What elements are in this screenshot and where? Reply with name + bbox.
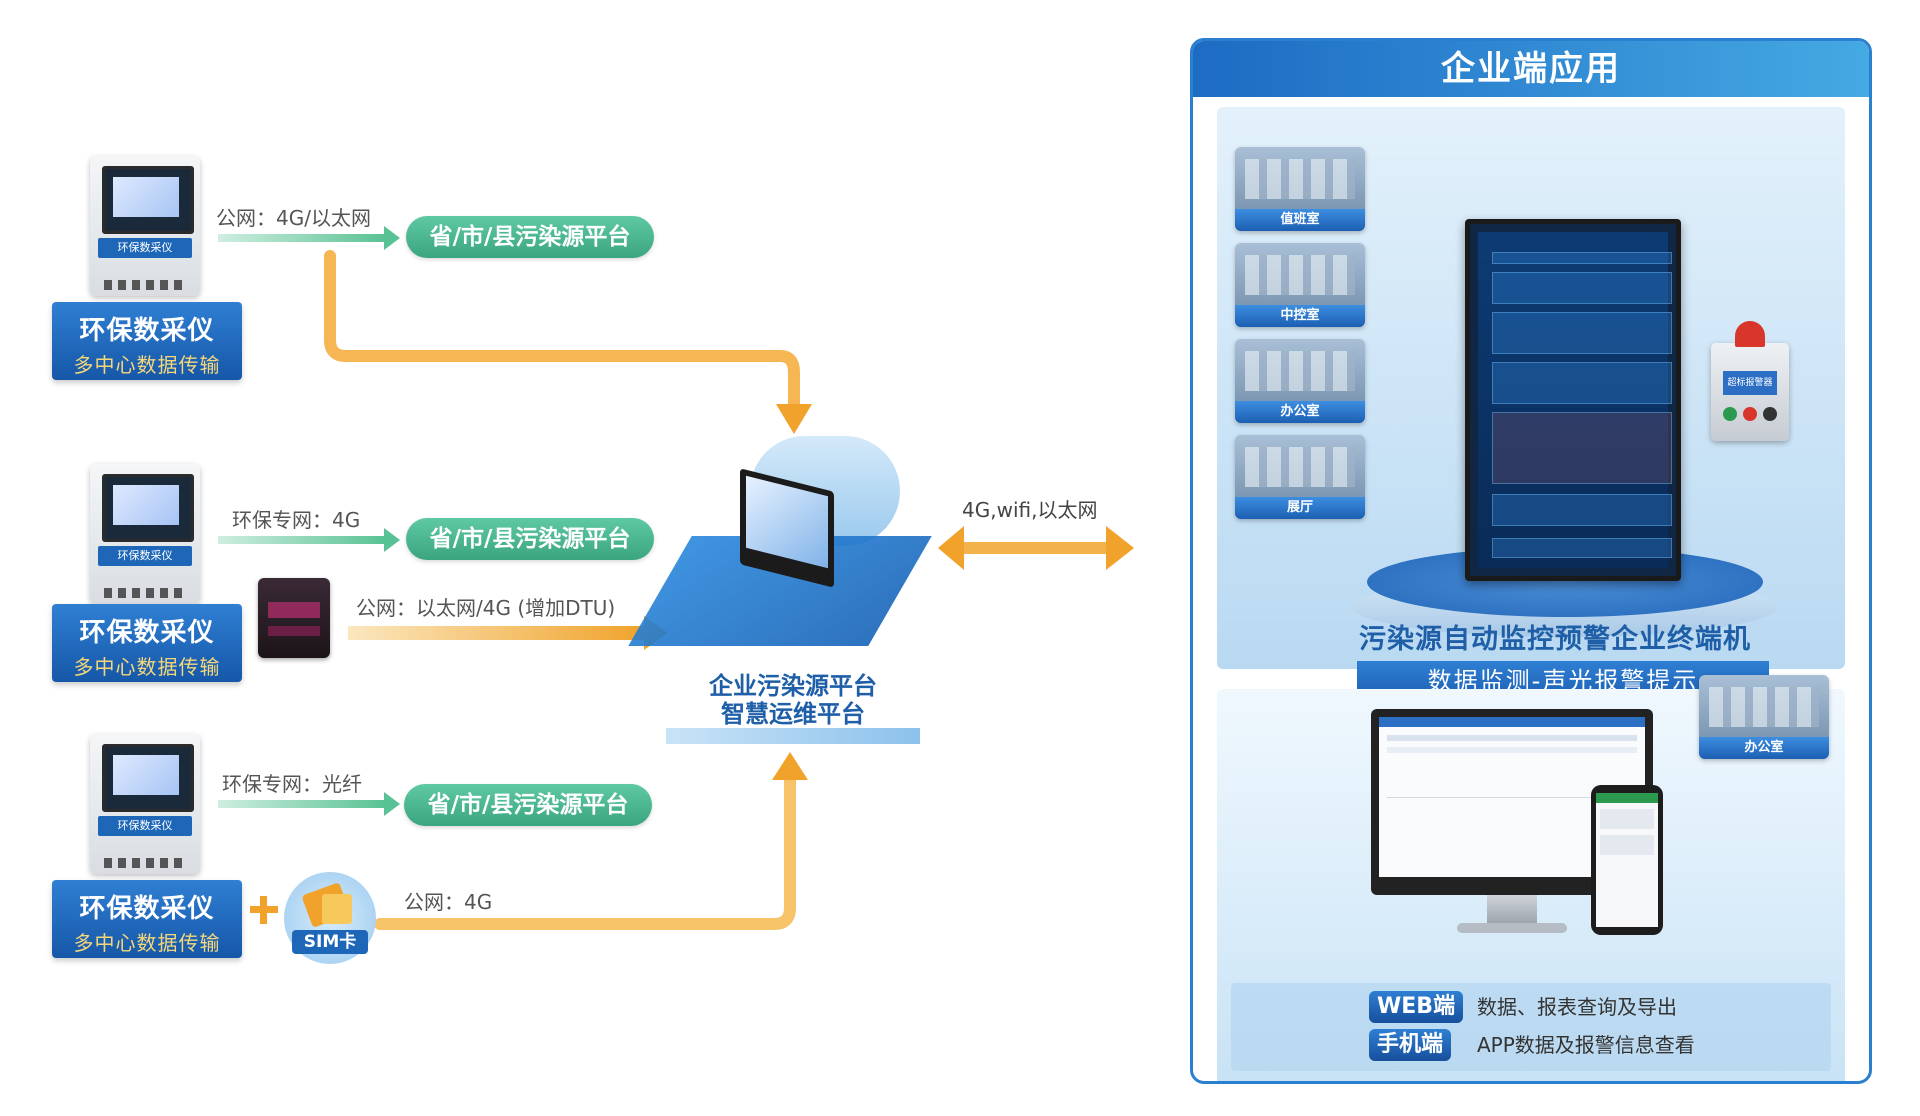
room-label: 办公室	[1699, 737, 1829, 759]
room-label: 展厅	[1235, 497, 1365, 519]
room-label: 中控室	[1235, 305, 1365, 327]
link-label: 环保专网：光纤	[222, 772, 362, 796]
alarm-device-icon: 超标报警器	[1711, 321, 1789, 441]
platform-pill: 省/市/县污染源平台	[406, 518, 654, 560]
orange-path-bottom	[374, 772, 796, 930]
web-tag: WEB端	[1369, 991, 1464, 1023]
data-logger-device-icon: 环保数采仪	[90, 734, 200, 874]
center-title-line2: 智慧运维平台	[721, 700, 865, 728]
device-screen-label: 环保数采仪	[98, 816, 192, 836]
badge-subtitle: 多中心数据传输	[73, 931, 221, 955]
badge-subtitle: 多中心数据传输	[73, 655, 221, 679]
center-title-line1: 企业污染源平台	[709, 672, 877, 700]
clients-zone: 办公室 WEB端 数据、报表查询及导出 手机端 APP数据及报警信息查看	[1217, 675, 1845, 1081]
room-duty: 值班室	[1235, 147, 1365, 231]
extra-link-label: 公网：以太网/4G (增加DTU)	[356, 596, 616, 620]
mobile-tag: 手机端	[1369, 1029, 1452, 1061]
badge-title: 环保数采仪	[79, 894, 215, 924]
platform-list	[1231, 983, 1831, 1071]
room-label: 值班室	[1235, 209, 1365, 231]
bidirectional-label: 4G,wifi,以太网	[962, 498, 1098, 522]
platform-row-mobile: 手机端 APP数据及报警信息查看	[1257, 1029, 1853, 1063]
badge-title: 环保数采仪	[79, 316, 215, 346]
green-arrow-1	[218, 226, 400, 250]
room-hall: 展厅	[1235, 435, 1365, 519]
orange-path-top	[324, 250, 800, 412]
room-office-2: 办公室	[1699, 675, 1829, 759]
mobile-desc: APP数据及报警信息查看	[1477, 1033, 1695, 1057]
device-badge: 环保数采仪 多中心数据传输	[52, 880, 242, 958]
bidirectional-arrow	[938, 526, 1134, 570]
platform-shelf	[666, 728, 920, 744]
green-arrow-3	[218, 792, 400, 816]
terminal-zone: 值班室 中控室 办公室 展厅 超标报警器	[1217, 107, 1845, 701]
orange-arrowhead-top	[776, 404, 812, 434]
link-label: 环保专网：4G	[232, 508, 361, 532]
device-screen-label: 环保数采仪	[98, 238, 192, 258]
data-logger-device-icon: 环保数采仪	[90, 156, 200, 296]
device-badge: 环保数采仪 多中心数据传输	[52, 302, 242, 380]
panel-title: 企业端应用	[1193, 41, 1869, 97]
terminal-kiosk	[1465, 219, 1681, 581]
room-control: 中控室	[1235, 243, 1365, 327]
plus-icon	[250, 896, 278, 924]
web-desc: 数据、报表查询及导出	[1477, 995, 1677, 1019]
badge-subtitle: 多中心数据传输	[73, 353, 221, 377]
badge-title: 环保数采仪	[79, 618, 215, 648]
orange-arrow-mid	[348, 616, 668, 650]
enterprise-panel: 企业端应用 值班室 中控室 办公室 展厅	[1190, 38, 1872, 1084]
green-arrow-2	[218, 528, 400, 552]
link-label: 公网：4G/以太网	[216, 206, 371, 230]
dtu-device-icon	[258, 578, 330, 658]
extra-link-label: 公网：4G	[404, 890, 493, 914]
terminal-title: 污染源自动监控预警企业终端机	[1359, 624, 1751, 655]
sim-label: SIM卡	[292, 930, 368, 954]
mobile-phone-icon	[1591, 785, 1663, 935]
platform-row-web: WEB端 数据、报表查询及导出	[1257, 991, 1853, 1025]
device-badge: 环保数采仪 多中心数据传输	[52, 604, 242, 682]
sim-card-icon: SIM卡	[284, 872, 376, 964]
room-label: 办公室	[1235, 401, 1365, 423]
room-office: 办公室	[1235, 339, 1365, 423]
orange-arrowhead-bottom	[772, 752, 808, 780]
device-screen-label: 环保数采仪	[98, 546, 192, 566]
data-logger-device-icon: 环保数采仪	[90, 464, 200, 604]
platform-pill: 省/市/县污染源平台	[404, 784, 652, 826]
platform-pill: 省/市/县污染源平台	[406, 216, 654, 258]
alarm-label: 超标报警器	[1723, 371, 1777, 395]
